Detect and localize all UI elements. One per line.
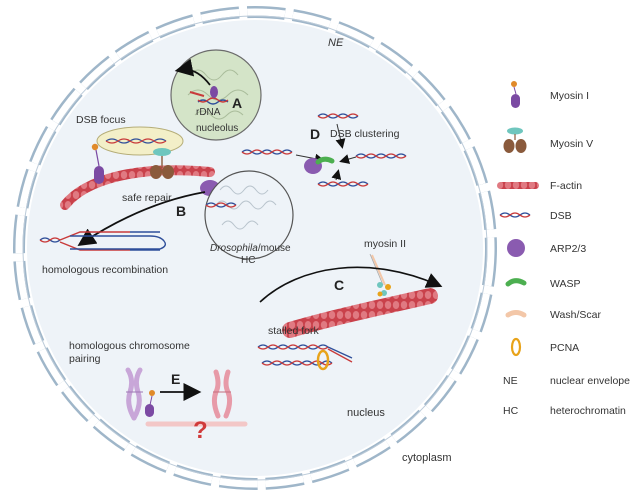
legend-label-myosin-v: Myosin V — [550, 138, 593, 150]
safe-repair-arrow — [77, 191, 206, 246]
pcna-ring — [316, 349, 330, 371]
legend-label-wasp: WASP — [550, 278, 581, 290]
myosin-i-b — [91, 143, 104, 184]
dsb-clustering-label: DSB clustering — [330, 128, 400, 140]
legend-abbr-hc: HC — [503, 405, 519, 417]
dsb-cluster-left — [241, 149, 293, 155]
legend-item-f-actin: F-actin — [497, 180, 582, 192]
myosin-i-icon — [511, 81, 520, 108]
homologous-recombination-structure — [39, 231, 167, 251]
legend-item-dsb: DSB — [499, 210, 572, 222]
rdna-label: rDNA — [196, 107, 221, 118]
paired-chromosome — [211, 369, 233, 419]
f-actin-icon — [497, 182, 539, 189]
myosin-v-b — [150, 148, 174, 179]
nucleolus-label: nucleolus — [196, 123, 238, 134]
hc-label-italic: Drosophila — [210, 243, 258, 254]
dsb-focus — [96, 126, 184, 156]
legend-item-wasp: WASP — [505, 278, 581, 290]
stalled-fork — [257, 344, 353, 366]
pairing-label-line1: homologous chromosome — [69, 340, 190, 352]
myosin-v-icon — [503, 127, 527, 153]
myosin-i-e — [145, 390, 155, 417]
legend-item-myosin-i: Myosin I — [511, 81, 589, 108]
homologous-recombination-label: homologous recombination — [42, 264, 168, 276]
legend-label-dsb: DSB — [550, 210, 572, 222]
panel-letter-d: D — [310, 126, 320, 142]
panel-c-arc-arrow — [259, 266, 443, 303]
legend-abbr-ne: NE — [503, 375, 518, 387]
panel-letter-e: E — [171, 371, 180, 387]
legend-label-myosin-i: Myosin I — [550, 90, 589, 102]
dsb-focus-label: DSB focus — [76, 114, 126, 126]
legend-label-arp23: ARP2/3 — [550, 243, 586, 255]
wasp-d — [315, 156, 335, 165]
legend-label-f-actin: F-actin — [550, 180, 582, 192]
legend-item-arp23: ARP2/3 — [507, 239, 586, 257]
f-actin-filament-b — [60, 165, 215, 210]
legend: Myosin I Myosin V F-actin DSB ARP2/3 — [497, 81, 630, 417]
nucleolus-exit-arrow — [174, 58, 211, 86]
dsb-icon — [499, 212, 531, 218]
pairing-label-line2: pairing — [69, 353, 101, 365]
pcna-icon — [510, 337, 522, 357]
legend-item-hc: HC heterochromatin — [503, 405, 626, 417]
legend-item-ne: NE nuclear envelope — [503, 375, 630, 387]
rdna-dsb — [189, 91, 229, 105]
unpaired-chromosomes — [125, 367, 143, 421]
legend-item-myosin-v: Myosin V — [503, 127, 593, 153]
ne-label: NE — [328, 37, 344, 49]
wash-scar-icon — [505, 310, 527, 318]
legend-label-pcna: PCNA — [550, 342, 579, 354]
panel-letter-a: A — [232, 95, 242, 111]
legend-label-wash-scar: Wash/Scar — [550, 309, 601, 321]
nucleus-label: nucleus — [347, 407, 385, 419]
hc-label-line1: Drosophila/mouse — [210, 243, 291, 254]
myosin-ii — [369, 253, 391, 297]
hc-label-line2: HC — [241, 255, 255, 266]
legend-item-wash-scar: Wash/Scar — [505, 309, 601, 321]
legend-label-hc: heterochromatin — [550, 405, 626, 417]
dsb-cluster-right — [355, 153, 407, 159]
heterochromatin-domain — [204, 170, 294, 260]
question-mark: ? — [193, 417, 208, 444]
arp23-icon — [507, 239, 525, 257]
legend-item-pcna: PCNA — [510, 337, 579, 357]
panel-letter-b: B — [176, 203, 186, 219]
wasp-icon — [505, 278, 527, 287]
safe-repair-label: safe repair — [122, 192, 172, 204]
legend-label-ne: nuclear envelope — [550, 375, 630, 387]
dsb-clustering-group — [241, 113, 407, 187]
stalled-fork-label: stalled fork — [268, 325, 320, 337]
dsb-cluster-bottom — [317, 181, 369, 187]
myosin-ii-label: myosin II — [364, 238, 406, 250]
panel-letter-c: C — [334, 277, 344, 293]
cytoplasm-label: cytoplasm — [402, 452, 452, 464]
f-actin-filament-c — [282, 288, 438, 338]
myosin-i-in-nucleolus — [210, 86, 218, 98]
dsb-cluster-top — [317, 113, 359, 119]
hc-label-rest: /mouse — [258, 243, 291, 254]
